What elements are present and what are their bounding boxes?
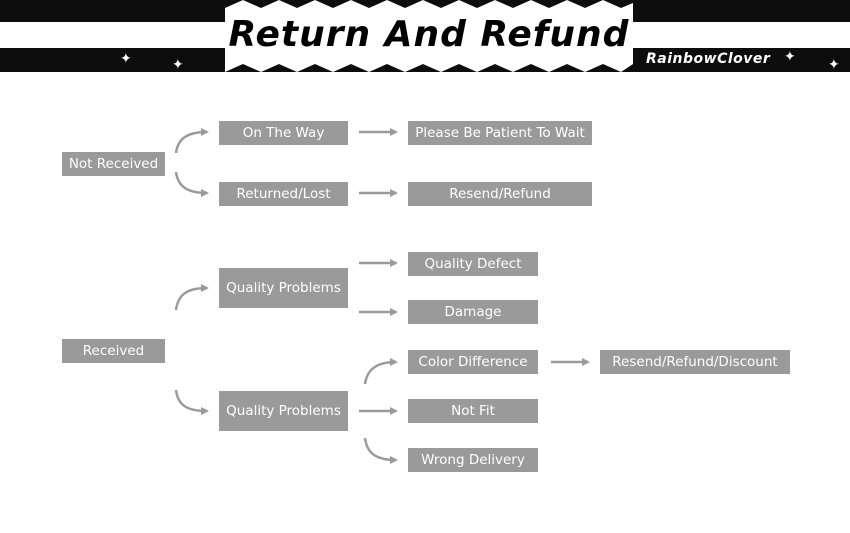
header-banner: Return And Refund RainbowClover ✦ ✦ ✦ ✦ (0, 0, 850, 72)
node-quality-problems-upper: Quality Problems (219, 268, 348, 308)
arrow-curve (174, 389, 209, 415)
brand-label: RainbowClover (646, 51, 771, 67)
node-not-fit: Not Fit (408, 399, 538, 423)
title-plate (225, 0, 633, 72)
arrow-curve (174, 284, 209, 311)
arrow-curve (174, 128, 209, 154)
node-not-received: Not Received (62, 152, 165, 176)
node-quality-defect: Quality Defect (408, 252, 538, 276)
node-on-the-way: On The Way (219, 121, 348, 145)
node-received: Received (62, 339, 165, 363)
sparkle-icon: ✦ (828, 57, 840, 72)
arrow-curve (363, 437, 398, 464)
node-damage: Damage (408, 300, 538, 324)
sparkle-icon: ✦ (120, 51, 132, 67)
sparkle-icon: ✦ (784, 49, 796, 65)
node-color-difference: Color Difference (408, 350, 538, 374)
sparkle-icon: ✦ (172, 57, 184, 72)
arrow-curve (363, 358, 398, 385)
arrow-curve (174, 171, 209, 197)
node-returned-lost: Returned/Lost (219, 182, 348, 206)
node-please-wait: Please Be Patient To Wait (408, 121, 592, 145)
node-resend-refund-discount: Resend/Refund/Discount (600, 350, 790, 374)
page-title: Return And Refund (228, 14, 630, 55)
node-quality-problems-lower: Quality Problems (219, 391, 348, 431)
node-wrong-delivery: Wrong Delivery (408, 448, 538, 472)
node-resend-refund: Resend/Refund (408, 182, 592, 206)
